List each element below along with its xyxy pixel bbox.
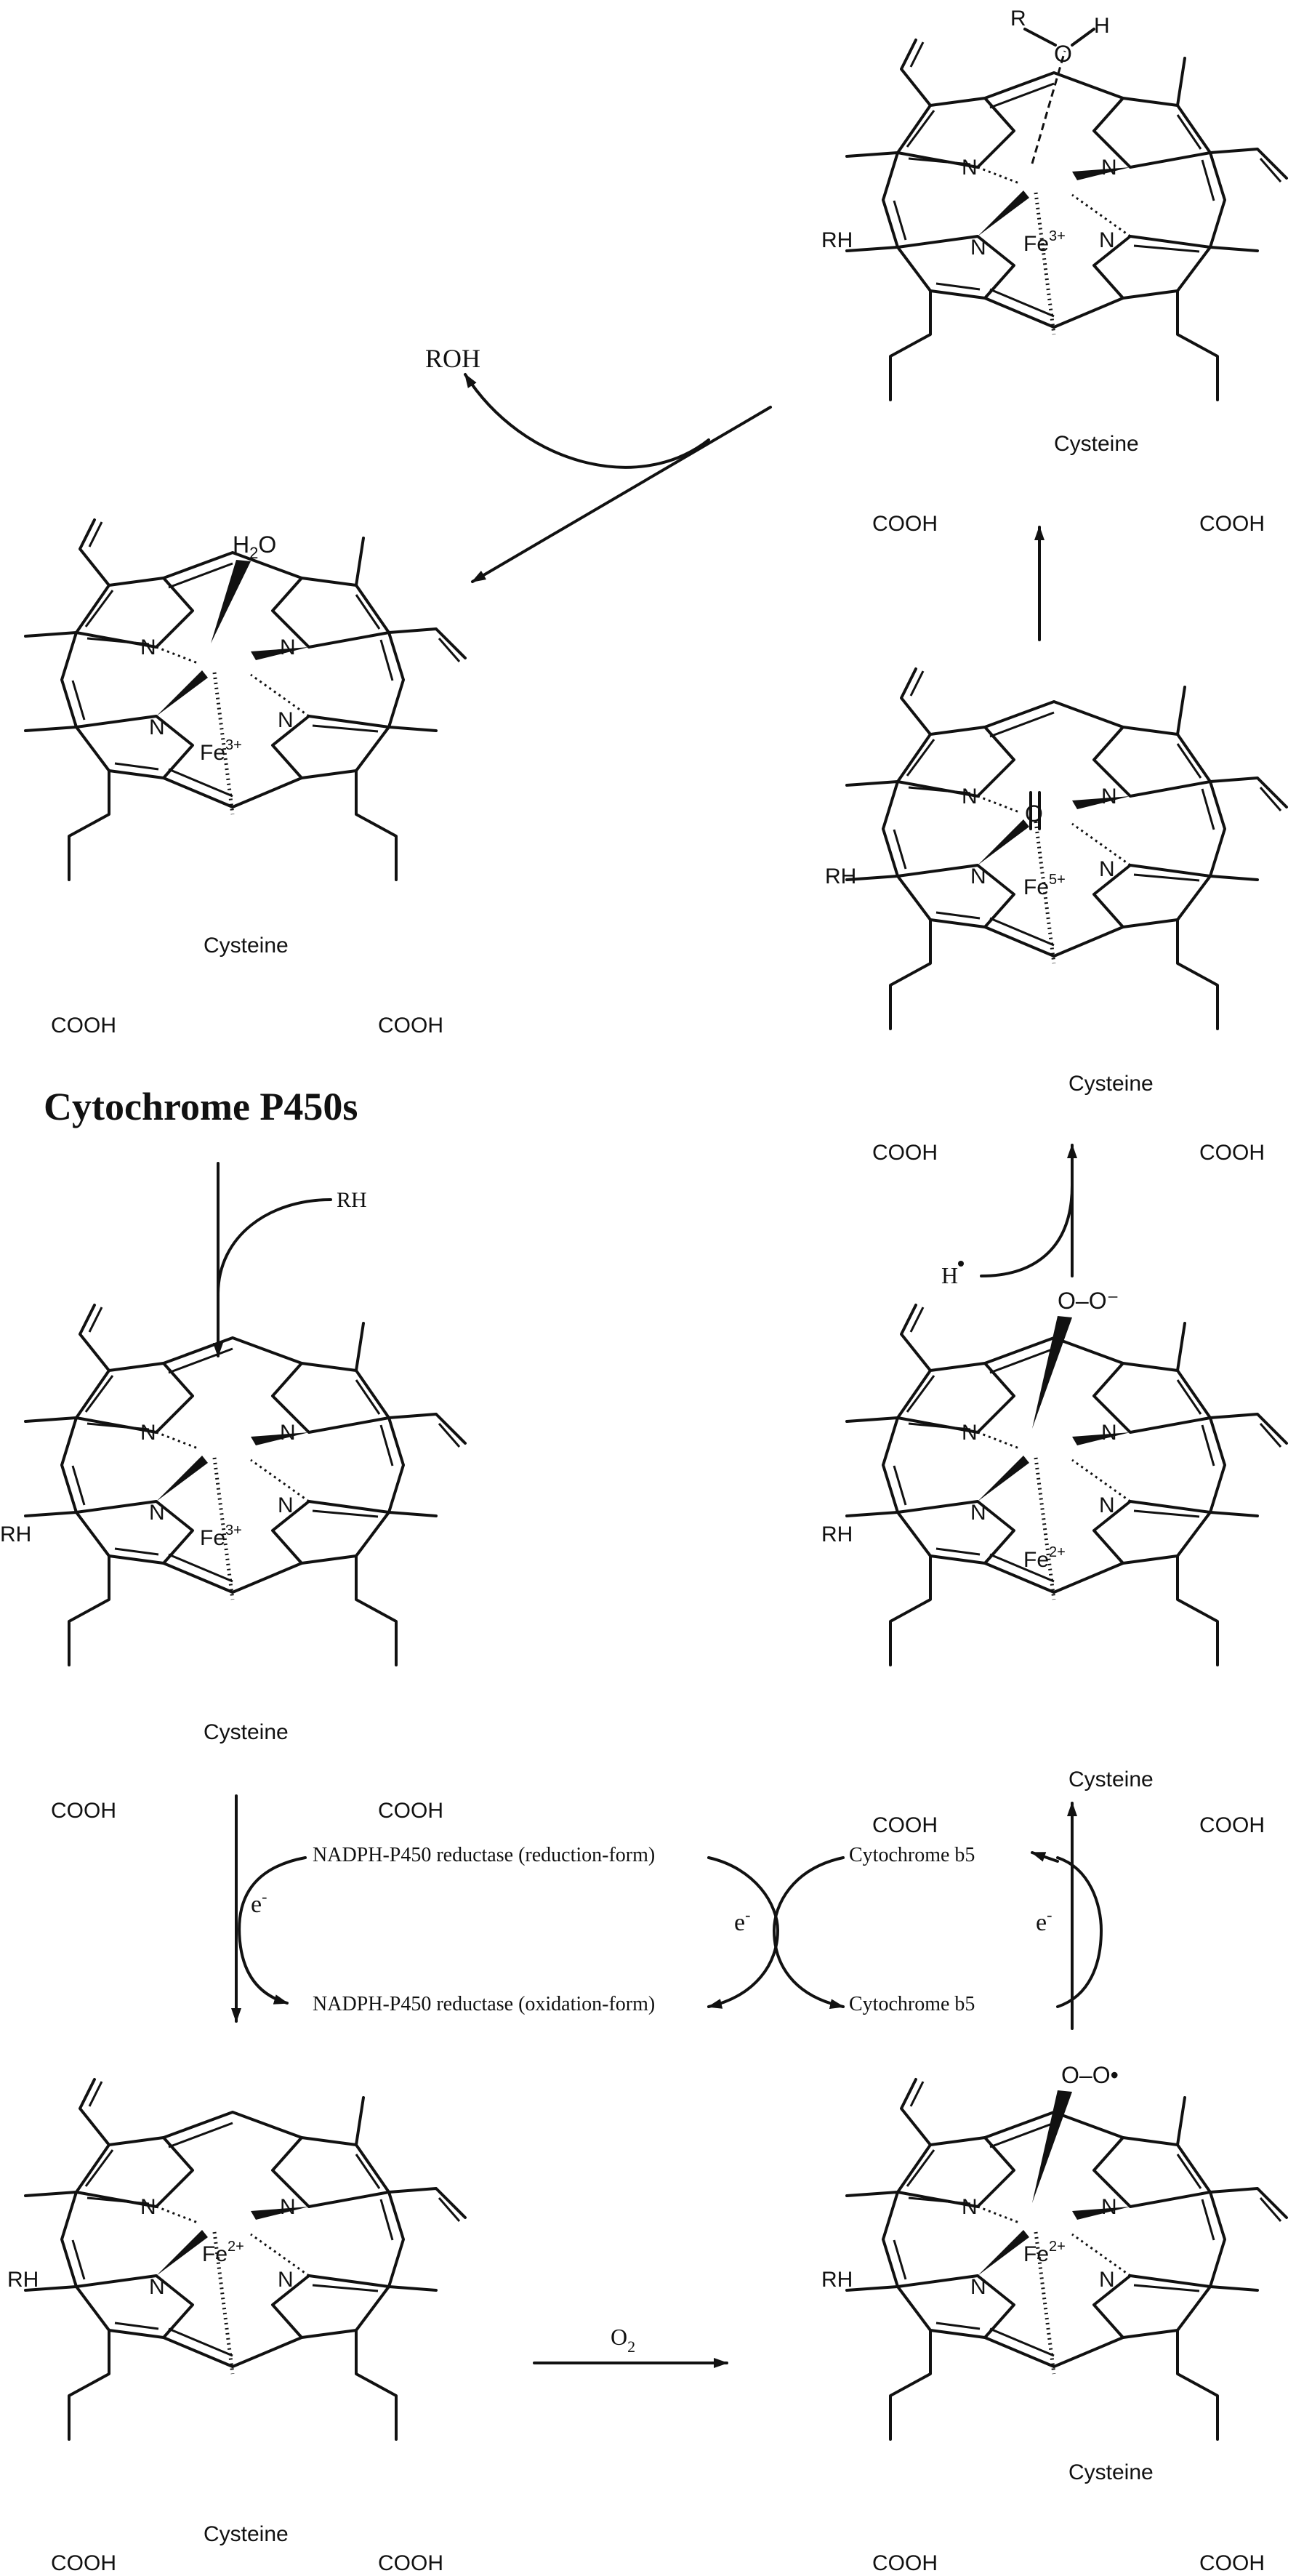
propionate-left: COOH bbox=[51, 1014, 116, 1038]
n-atom-a: N bbox=[140, 2195, 156, 2219]
n-atom-a: N bbox=[962, 785, 978, 808]
n-atom-a: N bbox=[140, 1421, 156, 1445]
hydroxyl-o-label: O bbox=[1054, 41, 1072, 67]
r-group-label: R bbox=[1010, 7, 1026, 31]
cysteine-label: Cysteine bbox=[204, 1720, 289, 1744]
peroxo-ligand-label: O–O⁻ bbox=[1058, 1288, 1119, 1314]
iron-label: Fe3+ bbox=[200, 737, 242, 765]
electron-label-1: e- bbox=[251, 1887, 267, 1918]
radical-dot bbox=[958, 1261, 964, 1267]
cysteine-label: Cysteine bbox=[1068, 1072, 1154, 1096]
propionate-left: COOH bbox=[872, 1141, 938, 1165]
n-atom-b: N bbox=[280, 2195, 296, 2219]
propionate-right: COOH bbox=[378, 2551, 443, 2575]
n-atom-d: N bbox=[1099, 228, 1115, 252]
hydroxyl-h-label: H bbox=[1094, 14, 1110, 38]
substrate-rh-label: RH bbox=[7, 2268, 39, 2292]
iron-label: Fe2+ bbox=[1023, 1544, 1066, 1572]
propionate-right: COOH bbox=[1199, 1141, 1265, 1165]
substrate-bound-structure: RH N N N N Fe3+ Cysteine COOH COOH bbox=[0, 1305, 465, 1823]
propionate-left: COOH bbox=[872, 2551, 938, 2575]
reductase-to-b5-curve-right bbox=[773, 1856, 845, 2010]
superoxo-ligand-label: O–O• bbox=[1061, 2062, 1119, 2088]
roh-label: ROH bbox=[425, 344, 480, 373]
n-atom-a: N bbox=[962, 156, 978, 180]
reduced-iron-structure: RH N N N N Fe2+ Cysteine COOH COOH bbox=[7, 2079, 465, 2575]
electron-label-3: e- bbox=[1036, 1906, 1052, 1936]
cysteine-label: Cysteine bbox=[1068, 1768, 1154, 1791]
iron-label: Fe2+ bbox=[202, 2239, 244, 2266]
propionate-right: COOH bbox=[378, 1799, 443, 1823]
reductase-oxidized-label: NADPH-P450 reductase (oxidation-form) bbox=[313, 1993, 655, 2015]
roh-release-curve bbox=[464, 373, 710, 469]
n-atom-c: N bbox=[149, 1501, 165, 1525]
rh-entry-label: RH bbox=[337, 1188, 367, 1212]
electron-label-2: e- bbox=[734, 1906, 750, 1936]
n-atom-d: N bbox=[1099, 857, 1115, 881]
oxo-ligand-label: O bbox=[1025, 801, 1043, 827]
substrate-rh-label: RH bbox=[821, 1522, 853, 1546]
propionate-left: COOH bbox=[872, 512, 938, 536]
n-atom-b: N bbox=[1101, 785, 1117, 808]
n-atom-c: N bbox=[970, 2275, 986, 2299]
cytochrome-b5-bottom-label: Cytochrome b5 bbox=[849, 1993, 975, 2015]
n-atom-c: N bbox=[149, 715, 165, 739]
n-atom-c: N bbox=[970, 864, 986, 888]
reductase-electron-curve bbox=[238, 1856, 307, 2005]
cysteine-label: Cysteine bbox=[1054, 432, 1139, 456]
cysteine-label: Cysteine bbox=[204, 934, 289, 958]
n-atom-b: N bbox=[1101, 156, 1117, 180]
propionate-left: COOH bbox=[51, 2551, 116, 2575]
n-atom-b: N bbox=[1101, 1421, 1117, 1445]
n-atom-b: N bbox=[280, 1421, 296, 1445]
n-atom-d: N bbox=[1099, 1493, 1115, 1517]
propionate-left: COOH bbox=[51, 1799, 116, 1823]
n-atom-a: N bbox=[962, 2195, 978, 2219]
iron-label: Fe3+ bbox=[200, 1522, 242, 1550]
substrate-rh-label: RH bbox=[825, 864, 856, 888]
propionate-right: COOH bbox=[1199, 512, 1265, 536]
cysteine-label: Cysteine bbox=[1068, 2460, 1154, 2484]
h-radical-curve bbox=[980, 1184, 1074, 1277]
propionate-right: COOH bbox=[378, 1014, 443, 1038]
n-atom-a: N bbox=[962, 1421, 978, 1445]
peroxo-structure: O–O⁻ RH N N N N Fe2+ Cysteine COOH COOH bbox=[821, 1288, 1287, 1837]
superoxo-structure: O–O• RH N N N N Fe2+ Cysteine COOH COOH bbox=[821, 2062, 1287, 2575]
substrate-rh-label: RH bbox=[821, 228, 853, 252]
n-atom-a: N bbox=[140, 635, 156, 659]
reductase-reduced-label: NADPH-P450 reductase (reduction-form) bbox=[313, 1844, 655, 1866]
n-atom-b: N bbox=[1101, 2195, 1117, 2219]
o2-label: O2 bbox=[611, 2324, 635, 2356]
propionate-left: COOH bbox=[872, 1813, 938, 1837]
h-radical-label: H bbox=[941, 1262, 958, 1288]
product-bound-structure: R O H RH N N N N Fe3+ Cysteine COOH COOH bbox=[821, 7, 1287, 536]
iron-label: Fe2+ bbox=[1023, 2239, 1066, 2266]
n-atom-b: N bbox=[280, 635, 296, 659]
cysteine-label: Cysteine bbox=[204, 2522, 289, 2546]
iron-label: Fe3+ bbox=[1023, 228, 1066, 256]
diagram-title: Cytochrome P450s bbox=[44, 1085, 358, 1128]
n-atom-c: N bbox=[149, 2275, 165, 2299]
b5-electron-curve bbox=[1056, 1856, 1103, 2008]
resting-state-structure: H2O N N N N Fe3+ Cysteine COOH COOH bbox=[25, 520, 465, 1038]
substrate-rh-label: RH bbox=[821, 2268, 853, 2292]
n-atom-d: N bbox=[278, 1493, 294, 1517]
n-atom-d: N bbox=[1099, 2268, 1115, 2292]
substrate-rh-label: RH bbox=[0, 1522, 31, 1546]
propionate-right: COOH bbox=[1199, 1813, 1265, 1837]
n-atom-d: N bbox=[278, 2268, 294, 2292]
n-atom-d: N bbox=[278, 708, 294, 732]
axial-water-label: H2O bbox=[233, 531, 276, 562]
oxo-iron-structure: O RH N N N N Fe5+ Cysteine COOH COOH bbox=[825, 669, 1287, 1165]
cytochrome-b5-top-label: Cytochrome b5 bbox=[849, 1844, 975, 1866]
iron-label: Fe5+ bbox=[1023, 872, 1066, 899]
product-release-arrow bbox=[471, 406, 772, 583]
n-atom-c: N bbox=[970, 236, 986, 260]
n-atom-c: N bbox=[970, 1501, 986, 1525]
rh-entry-curve bbox=[217, 1198, 332, 1296]
propionate-right: COOH bbox=[1199, 2551, 1265, 2575]
reductase-to-b5-curve-left bbox=[707, 1856, 779, 2009]
